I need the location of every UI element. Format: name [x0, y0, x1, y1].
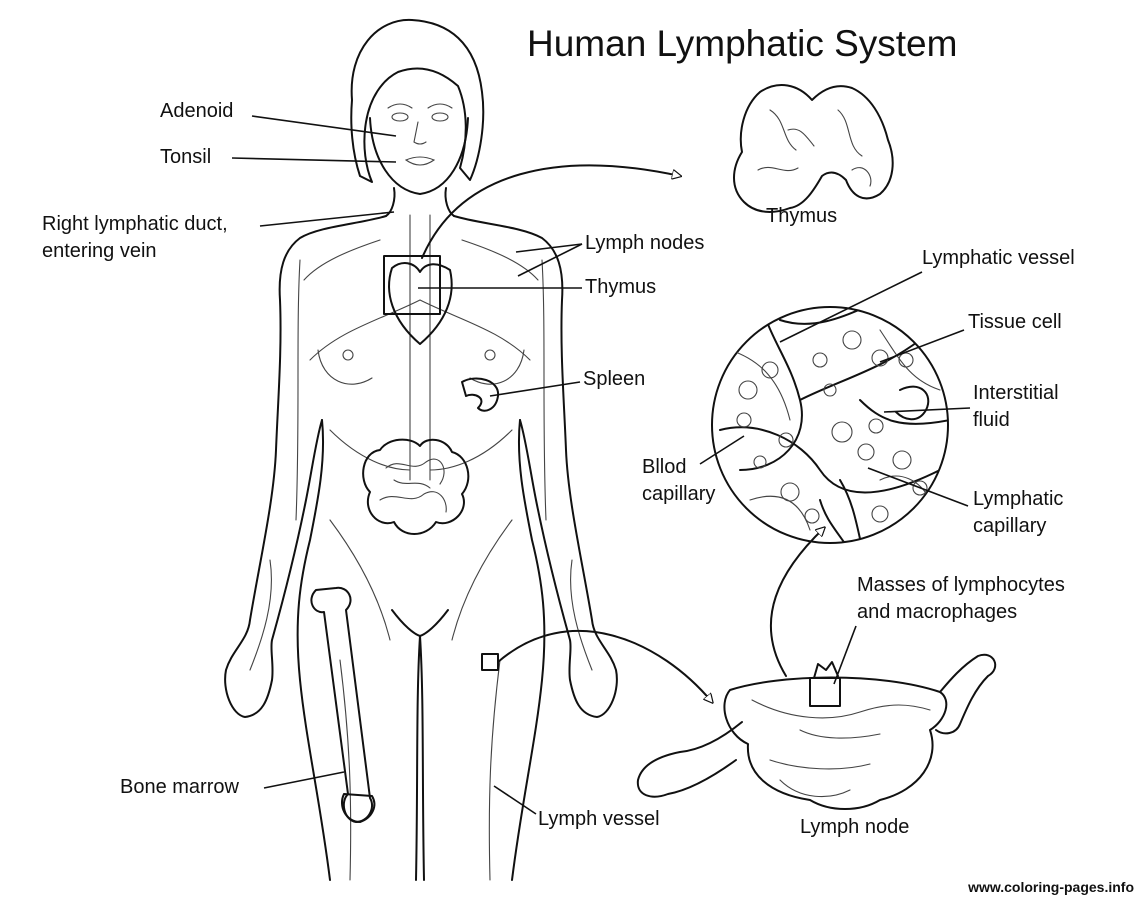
thymus-illustration [733, 84, 894, 213]
label-leader-lines [231, 115, 971, 815]
tissue-magnification [711, 306, 949, 544]
label-blood-capillary-line1: Bllod [642, 456, 687, 478]
label-masses-line1: Masses of lymphocytes [857, 574, 1065, 596]
lymph-node-illustration [636, 653, 997, 810]
label-thymus-inset: Thymus [766, 205, 838, 227]
label-right-lymphatic-duct-line2: entering vein [42, 240, 157, 262]
label-right-lymphatic-duct-line1: Right lymphatic duct, [42, 213, 228, 235]
page-title: Human Lymphatic System [527, 23, 958, 64]
label-spleen: Spleen [583, 368, 646, 390]
label-tissue-cell: Tissue cell [968, 311, 1062, 333]
label-lymphatic-capillary-line2: capillary [973, 515, 1047, 537]
label-masses-line2: and macrophages [857, 601, 1018, 623]
label-lymphatic-capillary-line1: Lymphatic [973, 488, 1064, 510]
label-interstitial-fluid-line2: fluid [973, 409, 1010, 431]
connector-arrows [421, 164, 824, 702]
label-adenoid: Adenoid [160, 100, 234, 122]
label-lymph-node: Lymph node [800, 816, 910, 838]
label-lymph-nodes: Lymph nodes [585, 232, 705, 254]
label-tonsil: Tonsil [160, 146, 212, 168]
label-lymph-vessel: Lymph vessel [538, 808, 660, 830]
label-lymphatic-vessel: Lymphatic vessel [922, 247, 1075, 269]
watermark-credit: www.coloring-pages.info [968, 879, 1134, 895]
human-body-outline [224, 18, 618, 881]
label-interstitial-fluid-line1: Interstitial [973, 382, 1059, 404]
label-thymus-body: Thymus [585, 276, 657, 298]
label-blood-capillary-line2: capillary [642, 483, 716, 505]
label-bone-marrow: Bone marrow [120, 776, 239, 798]
